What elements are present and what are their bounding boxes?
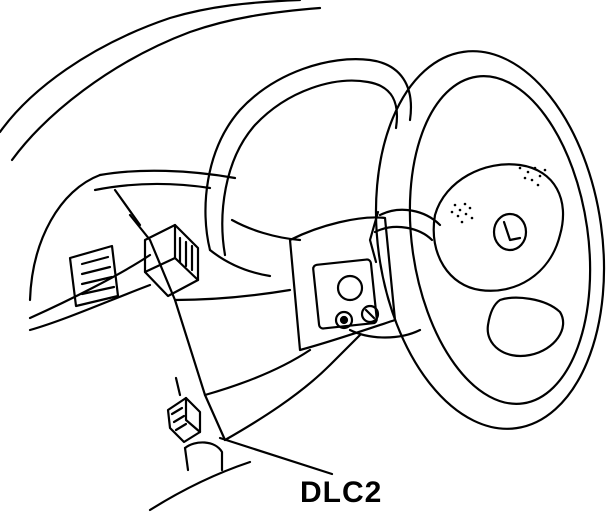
callout-leader-line [220,438,332,474]
wheel-shading [450,166,547,224]
lower-trim [150,442,250,510]
instrument-cluster-hood [205,59,410,276]
light-switch-knob [145,225,198,296]
lower-dash-panel [115,190,360,440]
switch-panel [290,217,395,350]
left-air-vent [70,246,118,306]
airbag-hub [434,164,563,356]
dashboard-top [30,171,235,330]
steering-wheel [353,36,608,443]
dlc2-connector [168,378,200,442]
dlc2-callout-label: DLC2 [300,476,383,509]
a-pillar [0,0,320,300]
